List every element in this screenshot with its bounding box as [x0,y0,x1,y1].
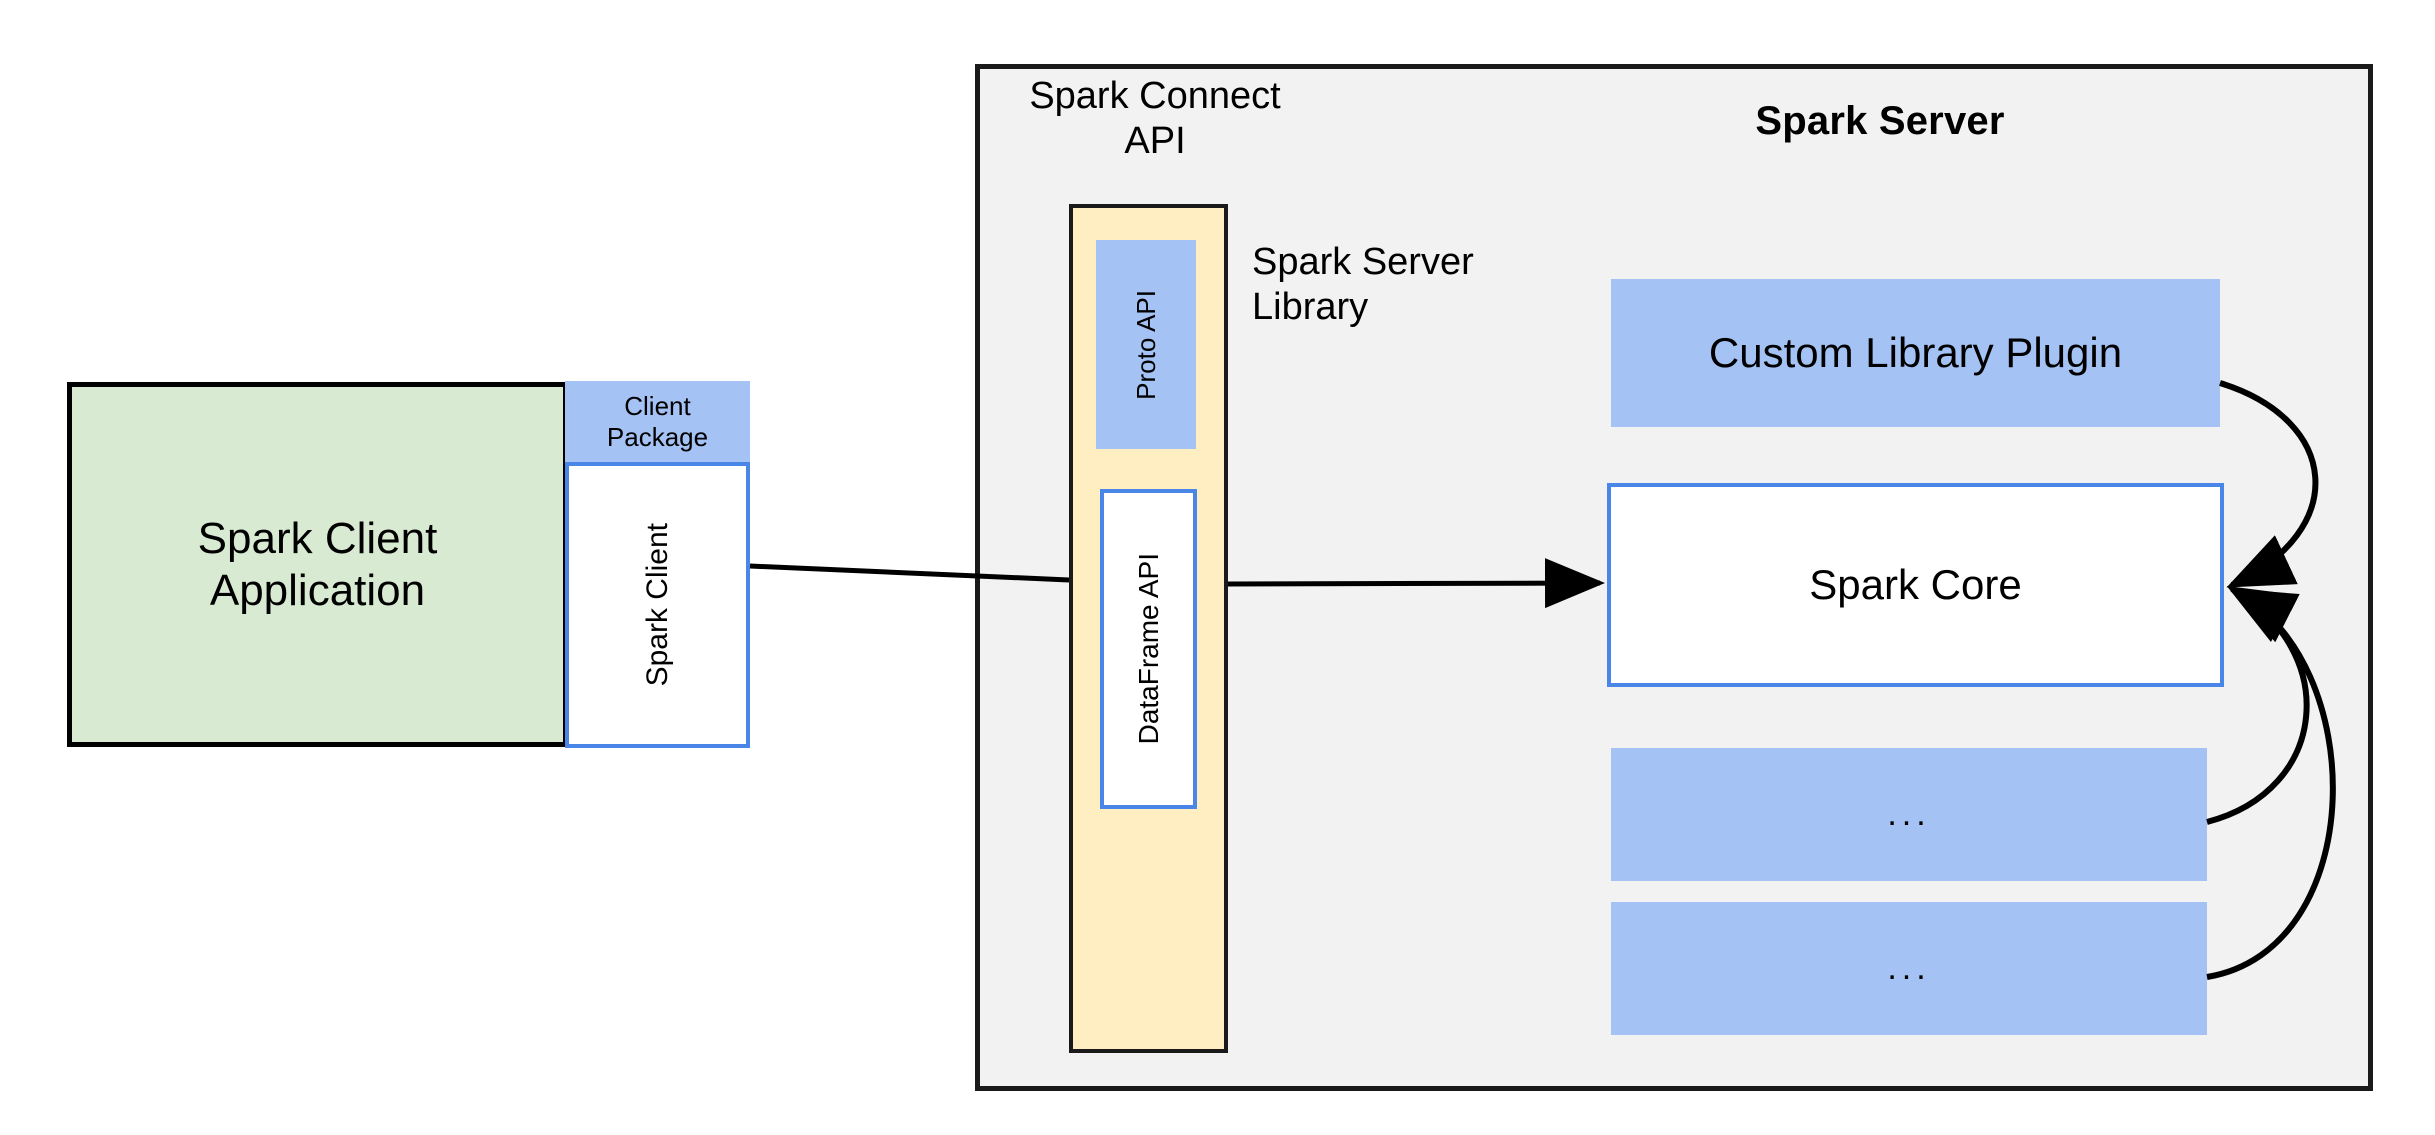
spark-client-box[interactable]: Spark Client [565,462,750,748]
client-package-line2: Package [606,421,709,452]
dataframe-api-box[interactable]: DataFrame API [1100,489,1197,809]
spark-client-application-box[interactable]: Spark Client Application [67,382,568,747]
spark-client-label: Spark Client [640,523,674,687]
dataframe-api-label: DataFrame API [1132,553,1164,745]
spark-connect-api-label: Spark Connect API [1005,64,1305,174]
proto-api-label: Proto API [1130,289,1161,400]
spark-server-library-label-line1: Spark Server [1252,241,1474,283]
spark-core-box[interactable]: Spark Core [1607,483,2224,687]
ellipsis-box-2[interactable]: ... [1611,902,2207,1035]
spark-client-application-line1: Spark Client [197,513,438,563]
client-package-line1: Client [624,390,691,421]
spark-server-title: Spark Server [1755,99,2005,144]
custom-library-plugin-box[interactable]: Custom Library Plugin [1611,279,2220,427]
spark-connect-api-label-line1: Spark Connect [1029,75,1281,118]
spark-server-library-label: Spark Server Library [1252,240,1572,350]
spark-connect-api-label-line2: API [1124,120,1186,162]
spark-client-application-line2: Application [209,565,426,615]
client-package-box[interactable]: Client Package [565,381,750,462]
ellipsis-box-1[interactable]: ... [1611,748,2207,881]
spark-server-library-label-line2: Library [1252,285,1369,328]
proto-api-box[interactable]: Proto API [1096,240,1196,449]
